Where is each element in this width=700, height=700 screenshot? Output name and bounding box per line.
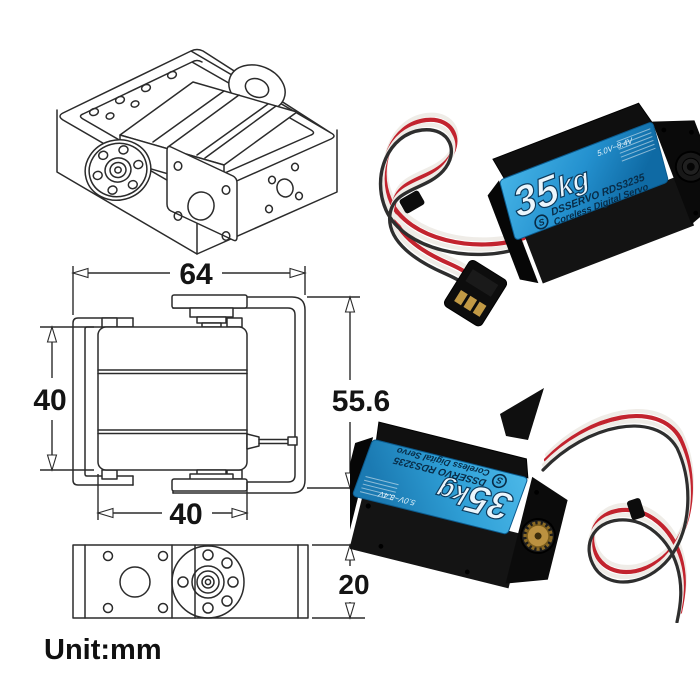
cable-tie-bottom <box>627 498 645 520</box>
dim-bottom-width-label: 40 <box>169 498 202 531</box>
case-screws-top <box>661 127 699 216</box>
bottom-view-drawing: 20 <box>72 543 370 620</box>
front-bracket <box>72 296 306 494</box>
iso-view-drawing <box>56 48 338 255</box>
dim-top-width-label: 64 <box>179 258 213 291</box>
dsservo-logo <box>534 214 549 230</box>
label-stripes-bottom <box>359 476 399 501</box>
case-screws-bottom <box>365 489 539 575</box>
servo-body-bottom: 35kg 5.0V~8.4V S DSSERVO RDS3235 Coreles… <box>350 421 568 589</box>
dim-right-height-label: 55.6 <box>332 385 390 418</box>
dim-plate-thickness-label: 20 <box>338 569 369 600</box>
front-label-band <box>97 369 248 435</box>
front-servo-body <box>97 317 248 480</box>
bottom-view-hub <box>171 545 245 619</box>
dsservo-logo-letter: S <box>537 217 545 229</box>
output-shaft-boss <box>674 150 700 183</box>
front-horn-plate <box>171 294 248 328</box>
dim-right-height: 55.6 <box>307 295 390 490</box>
dim-left-height-label: 40 <box>33 384 66 417</box>
cable-tie-top <box>399 190 425 214</box>
dim-left-height: 40 <box>33 325 94 472</box>
servo-photo-bottom: 35kg 5.0V~8.4V S DSSERVO RDS3235 Coreles… <box>350 388 694 623</box>
iso-servo-label-band <box>152 90 277 159</box>
label-stripes <box>616 128 656 162</box>
dim-bottom-width: 40 <box>96 474 249 531</box>
dsservo-logo-bottom <box>491 473 507 489</box>
iso-front-plate <box>166 145 238 242</box>
wire-bundle-bottom <box>541 409 694 623</box>
bottom-view-plate <box>72 544 309 619</box>
servo-connector <box>443 259 508 327</box>
servo-photo-top: 35kg 5.0V~8.4V S DSSERVO RDS3235 Coreles… <box>378 102 700 327</box>
front-wire-exit <box>246 433 298 450</box>
iso-right-wall-holes <box>264 162 304 214</box>
iso-horn-disc <box>84 139 152 201</box>
front-view-drawing: 64 40 55.6 <box>33 258 390 531</box>
iso-rim-holes <box>88 70 178 120</box>
dsservo-logo-letter-bottom: S <box>495 475 504 486</box>
dim-top-width: 64 <box>71 258 307 315</box>
mounting-fin <box>500 388 544 440</box>
wire-bundle-top <box>378 112 528 302</box>
unit-label: Unit:mm <box>44 634 162 666</box>
servo-body-top: 35kg 5.0V~8.4V S DSSERVO RDS3235 Coreles… <box>487 102 700 284</box>
brass-spline-gear <box>520 518 557 555</box>
